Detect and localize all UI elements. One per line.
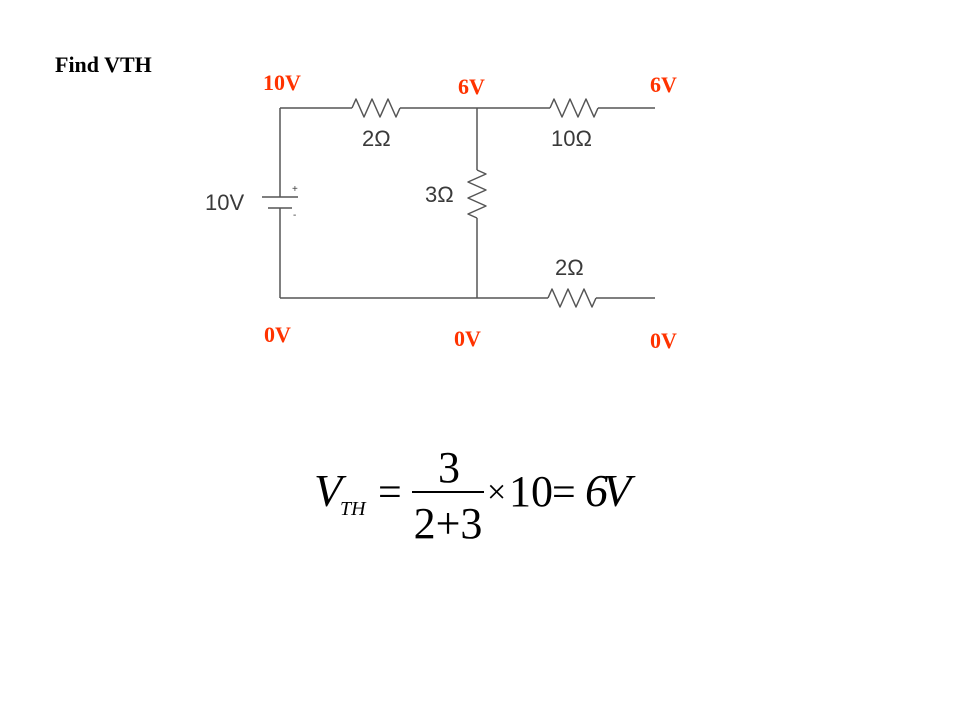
source-minus-sign: - [293,210,296,221]
resistor-shunt [467,169,487,219]
resistor-top-right [549,98,599,118]
equation-v: V [314,465,347,516]
resistor-top-left [351,98,401,118]
resistor-bottom-label: 2Ω [555,255,584,280]
equation-subscript-th: TH [340,498,367,520]
node-voltage-bottom-mid: 0V [454,326,481,351]
node-voltage-top-right: 6V [650,72,677,97]
equation-equals-1: = [378,470,402,516]
equation-times: × [487,474,506,511]
equation-denominator: 2+3 [414,499,483,548]
equation-result-number: 6 [585,465,608,516]
equation-ten: 10 [509,467,553,516]
resistor-bottom [547,288,597,308]
node-voltage-bottom-left: 0V [264,322,291,347]
node-voltage-bottom-right: 0V [650,328,677,353]
thevenin-equation: V TH = 3 2+3 × 10 = 6 V [314,443,636,548]
source-label: 10V [205,190,244,215]
equation-equals-2: = [552,470,576,516]
equation-numerator: 3 [438,443,460,492]
slide-title: Find VTH [55,52,152,77]
node-voltage-top-mid: 6V [458,74,485,99]
equation-result-unit: V [603,465,636,516]
resistor-top-left-label: 2Ω [362,126,391,151]
node-voltage-top-left: 10V [263,70,301,95]
resistor-shunt-label: 3Ω [425,182,454,207]
source-plus-sign: + [292,184,298,195]
resistor-top-right-label: 10Ω [551,126,592,151]
